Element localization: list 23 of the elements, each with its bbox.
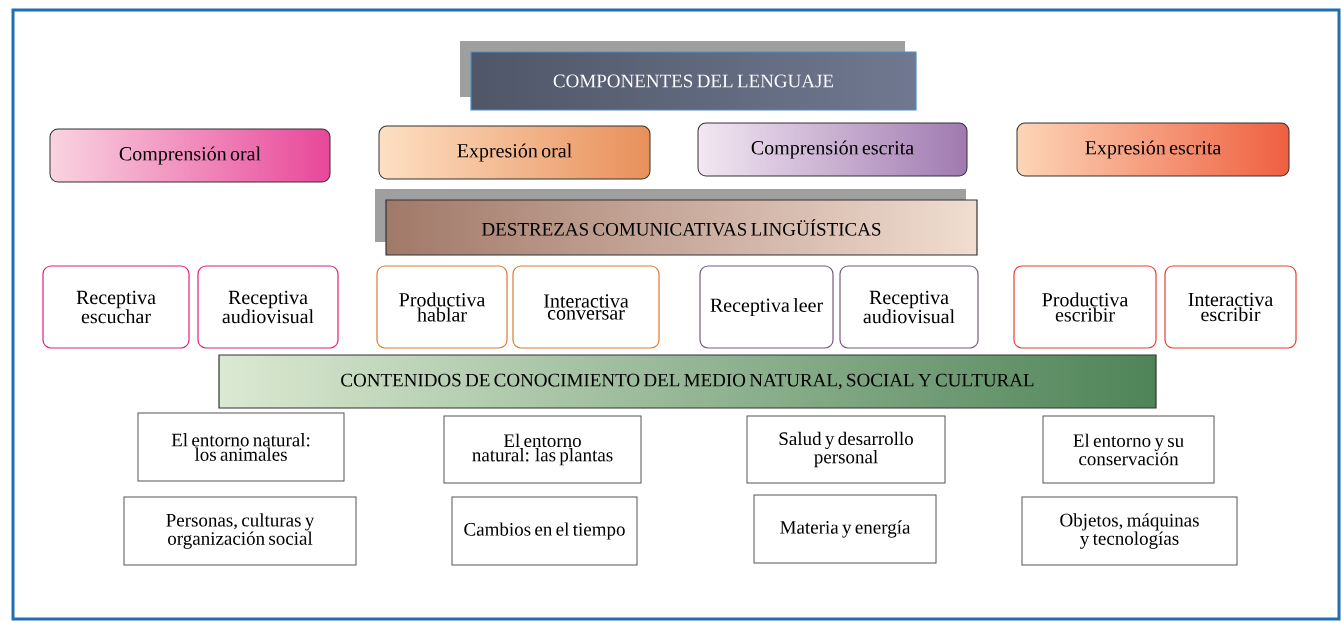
heading-band: CONTENIDOS DE CONOCIMIENTO DEL MEDIO NATURAL, SOCIAL Y CULTURAL: [218, 354, 1157, 409]
content-box: El entorno natural: las plantas: [443, 415, 642, 484]
component-box: Comprensión oral: [49, 128, 331, 183]
component-box: Expresión oral: [378, 125, 651, 180]
skill-box: Receptiva escuchar: [42, 265, 190, 349]
content-box: Personas, culturas y organización social: [123, 496, 357, 566]
content-box: El entorno y su conservación: [1042, 415, 1215, 484]
content-box: Salud y desarrollo personal: [746, 415, 946, 484]
component-box: Comprensión escrita: [697, 122, 968, 177]
heading-band: DESTREZAS COMUNICATIVAS LINGÜÍSTICAS: [375, 189, 978, 256]
skill-box: Interactiva escribir: [1164, 265, 1297, 349]
content-box: Materia y energía: [753, 494, 937, 564]
skill-box: Productiva escribir: [1013, 265, 1157, 349]
skill-box: Receptiva audiovisual: [839, 265, 979, 349]
content-box: El entorno natural: los animales: [137, 412, 345, 482]
content-box: Cambios en el tiempo: [451, 496, 638, 566]
component-box: Expresión escrita: [1016, 122, 1290, 177]
content-box: Objetos, máquinas y tecnologías: [1021, 496, 1238, 566]
skill-box: Interactiva conversar: [512, 265, 660, 349]
heading-band: COMPONENTES DEL LENGUAJE: [460, 41, 917, 111]
skill-box: Productiva hablar: [376, 265, 508, 349]
skill-box: Receptiva leer: [699, 265, 834, 349]
skill-box: Receptiva audiovisual: [197, 265, 339, 349]
